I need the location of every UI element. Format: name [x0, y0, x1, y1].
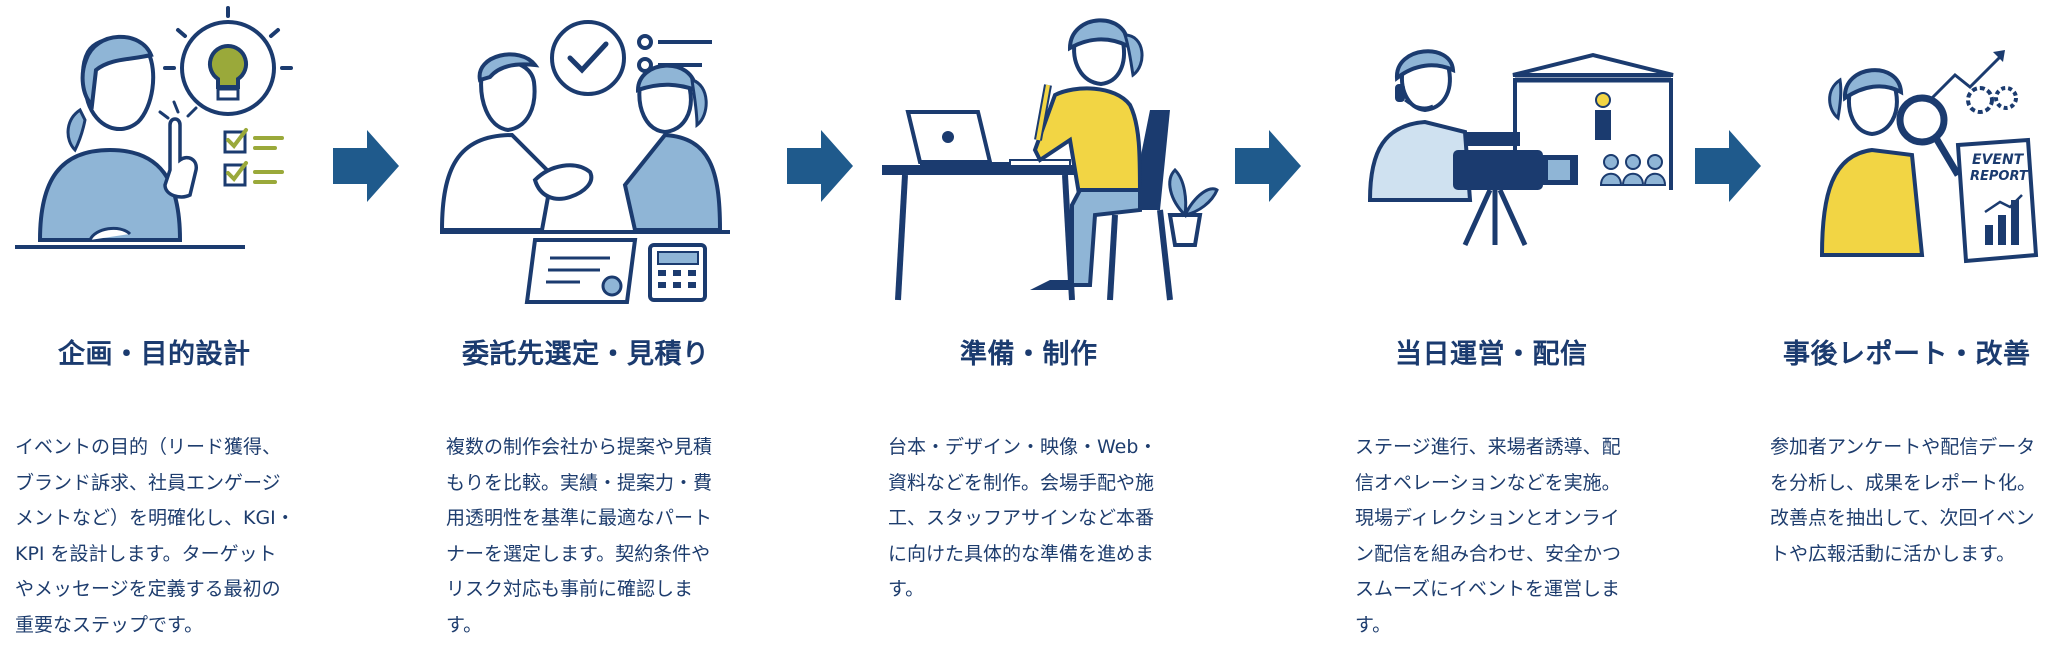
arrow-right-icon [333, 130, 399, 202]
step-description: ステージ進行、来場者誘導、配信オペレーションなどを実施。現場ディレクションとオン… [1355, 436, 1622, 636]
report-label-event: EVENT [1972, 152, 2025, 168]
step-title: 事後レポート・改善 [1783, 339, 2031, 370]
step-description: イベントの目的（リード獲得、ブランド訴求、社員エンゲージメントなど）を明確化し、… [15, 436, 295, 636]
arrow-right-icon [1235, 130, 1301, 202]
arrow-right-icon [787, 130, 853, 202]
step-title: 準備・制作 [960, 339, 1098, 370]
stage-camera-icon [1367, 49, 1674, 247]
planning-idea-icon [15, 6, 293, 249]
step-description: 複数の制作会社から提案や見積もりを比較。実績・提案力・費用透明性を基準に最適なパ… [446, 436, 713, 636]
step-description: 台本・デザイン・映像・Web・資料などを制作。会場手配や施工、スタッフアサインな… [888, 436, 1158, 600]
step-title: 委託先選定・見積り [462, 339, 710, 370]
step-description: 参加者アンケートや配信データを分析し、成果をレポート化。改善点を抽出して、次回イ… [1770, 436, 2037, 565]
event-report-magnifier-icon: EVENT REPORT [1819, 50, 2039, 264]
arrow-right-icon [1695, 130, 1761, 202]
step-title: 企画・目的設計 [58, 339, 251, 370]
report-label-report: REPORT [1970, 169, 2029, 184]
step-title: 当日運営・配信 [1395, 339, 1588, 370]
handshake-contract-icon [440, 20, 730, 304]
preparation-desk-icon [882, 18, 1219, 301]
